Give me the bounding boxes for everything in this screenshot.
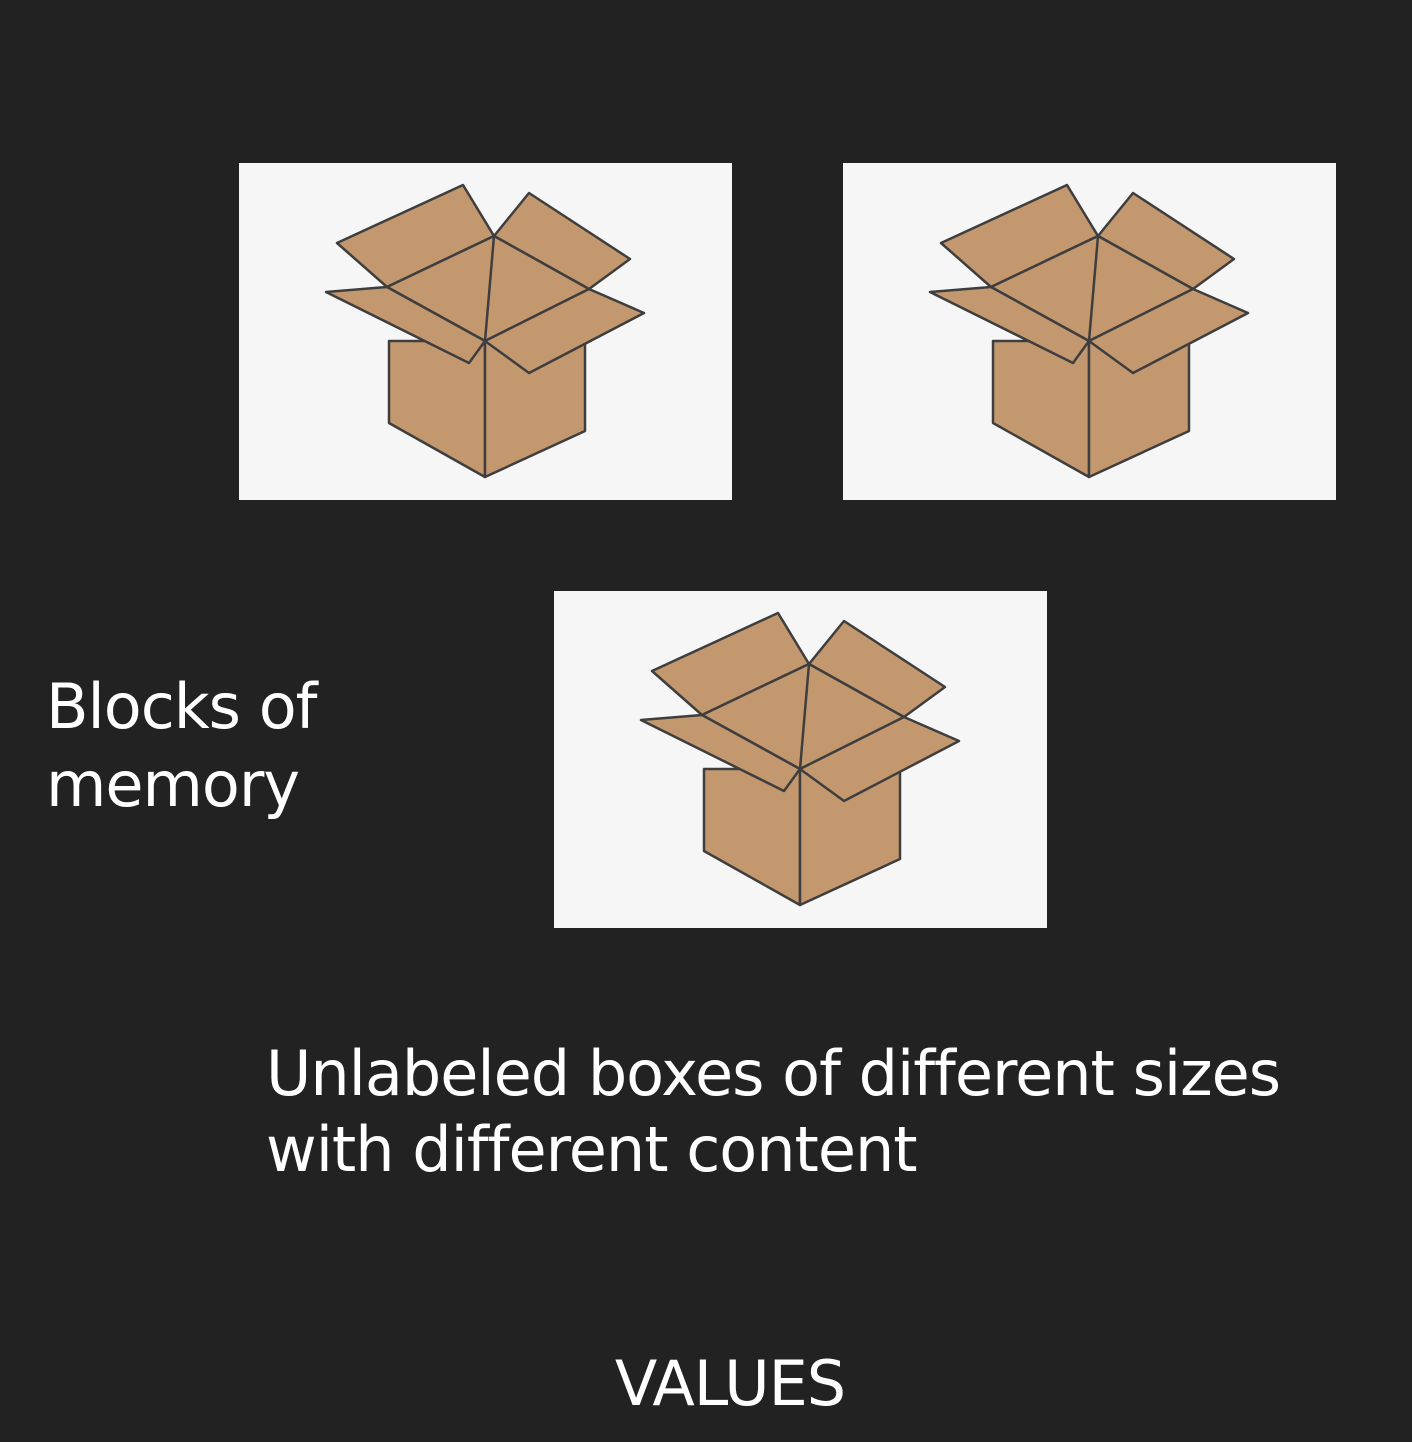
box-panel-3 xyxy=(554,591,1047,928)
cardboard-box-icon xyxy=(324,183,646,479)
cardboard-box-icon xyxy=(639,611,961,907)
boxes-caption: Unlabeled boxes of different sizes with … xyxy=(266,1037,1281,1186)
box-panel-2 xyxy=(843,163,1336,500)
box-panel-1 xyxy=(239,163,732,500)
blocks-of-memory-label: Blocks of memory xyxy=(46,670,317,821)
values-title: VALUES xyxy=(614,1347,846,1420)
cardboard-box-icon xyxy=(928,183,1250,479)
